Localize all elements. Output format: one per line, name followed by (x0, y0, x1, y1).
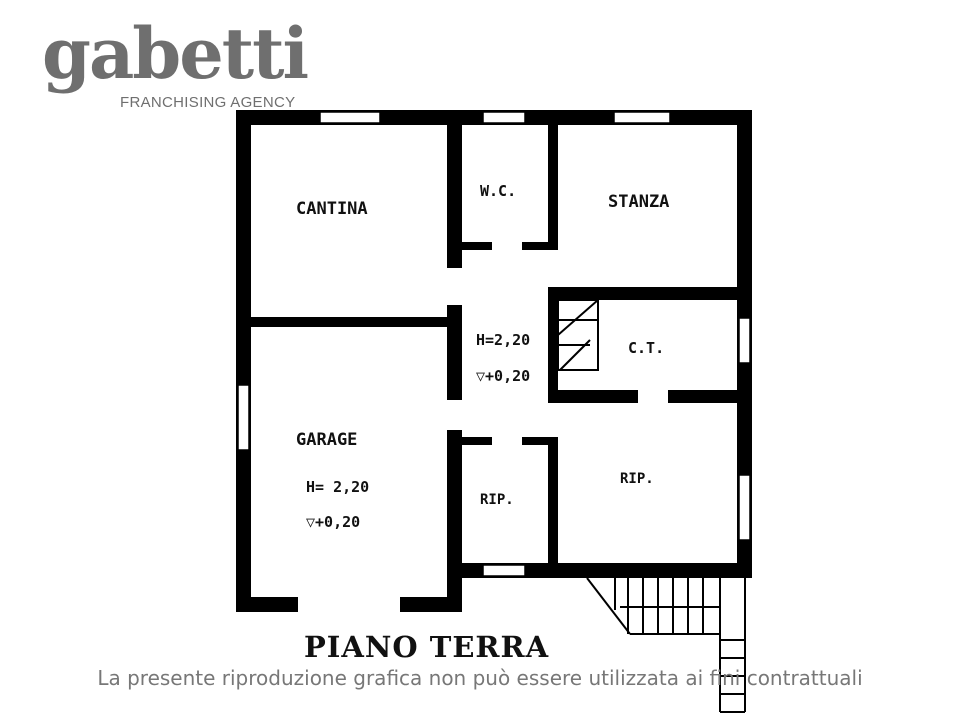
floor-title: PIANO TERRA (304, 630, 550, 664)
disclaimer-caption: La presente riproduzione grafica non può… (97, 666, 863, 690)
corridor-level: ▽+0,20 (476, 367, 531, 385)
outdoor-stair (586, 577, 746, 713)
logo-tagline: FRANCHISING AGENCY (120, 94, 296, 111)
room-label-wc: W.C. (480, 182, 517, 200)
logo-wordmark: gabetti (42, 12, 309, 95)
walls (236, 110, 752, 612)
windows (237, 111, 751, 577)
room-label-rip-large: RIP. (620, 471, 654, 487)
room-label-cantina: CANTINA (296, 199, 368, 219)
room-label-stanza: STANZA (608, 192, 670, 212)
garage-height: H= 2,20 (306, 478, 370, 496)
room-label-rip-small: RIP. (480, 492, 514, 508)
room-label-garage: GARAGE (296, 430, 358, 450)
garage-level: ▽+0,20 (306, 513, 361, 531)
inner-stair (557, 299, 599, 371)
room-label-ct: C.T. (628, 339, 665, 357)
corridor-height: H=2,20 (476, 331, 531, 349)
